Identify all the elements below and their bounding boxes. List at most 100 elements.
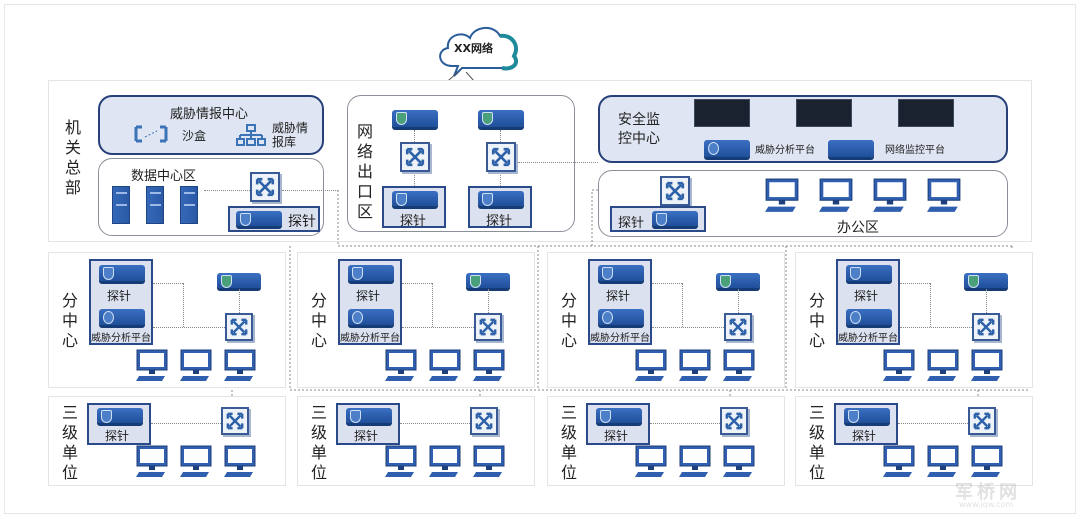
threat-intel-center: 威胁情报中心 沙盒 威胁情报库 xyxy=(98,95,324,155)
threat-platform-device-icon xyxy=(846,309,892,325)
pc-icon xyxy=(678,445,712,479)
pc-icon xyxy=(384,445,418,479)
switch-icon xyxy=(474,313,502,341)
pc-icon xyxy=(179,445,213,479)
unit-probe: 探针 xyxy=(586,403,650,445)
unit-label: 三级单位 xyxy=(808,403,825,482)
unit-probe: 探针 xyxy=(834,403,898,445)
dashboard-screen xyxy=(694,99,750,127)
platform-label: 威胁分析平台 xyxy=(590,333,650,344)
firewall-device-icon xyxy=(217,273,261,288)
pc-icon xyxy=(472,349,506,383)
pc-icon xyxy=(223,445,257,479)
pc-icon xyxy=(634,445,668,479)
probe-device-icon xyxy=(652,211,698,226)
probe-label: 探针 xyxy=(354,429,379,443)
link-line xyxy=(151,423,221,424)
pc-icon xyxy=(722,349,756,383)
unit-panel: 三级单位探针 xyxy=(547,396,785,486)
probe-device-icon xyxy=(478,191,524,206)
firewall-device-icon xyxy=(392,110,438,127)
unit-probe: 探针 xyxy=(336,403,400,445)
branch-probe-group: 探针威胁分析平台 xyxy=(836,259,900,345)
threat-platform-device-icon xyxy=(99,309,145,325)
cloud-label: XX网络 xyxy=(454,42,493,55)
pc-icon xyxy=(472,445,506,479)
pc-icon xyxy=(179,349,213,383)
branch-panel: 分中心探针威胁分析平台 xyxy=(795,252,1033,388)
branch-panel: 分中心探针威胁分析平台 xyxy=(297,252,535,388)
switch-icon xyxy=(660,176,690,206)
link-line xyxy=(432,283,433,327)
probe-device-icon xyxy=(236,211,282,226)
pc-icon xyxy=(762,178,802,214)
branch-label: 分中心 xyxy=(808,291,825,350)
probe-label: 探针 xyxy=(852,429,877,443)
egress-probe-left: 探针 xyxy=(382,186,446,229)
pc-icon xyxy=(135,349,169,383)
server-icon xyxy=(180,186,198,224)
switch-icon xyxy=(225,313,253,341)
soc-net-platform-label: 网络监控平台 xyxy=(885,145,945,156)
branch-label: 分中心 xyxy=(560,291,577,350)
link-line xyxy=(153,283,183,284)
link-line xyxy=(900,327,972,328)
link-line xyxy=(650,423,720,424)
firewall-device-icon xyxy=(466,273,510,288)
pc-icon xyxy=(135,445,169,479)
probe-label: 探针 xyxy=(356,289,381,303)
pc-icon xyxy=(634,349,668,383)
unit-panel: 三级单位 探针 xyxy=(795,396,1033,486)
link-line xyxy=(518,162,598,163)
unit-label: 三级单位 xyxy=(310,403,327,482)
link-line xyxy=(898,423,968,424)
probe-label: 探针 xyxy=(606,289,631,303)
link-line xyxy=(682,283,683,327)
dashboard-screen xyxy=(796,99,852,127)
probe-label: 探针 xyxy=(105,429,130,443)
pc-icon xyxy=(882,445,916,479)
threat-platform-device-icon xyxy=(348,309,394,325)
watermark-sub: www.jqw.com xyxy=(959,500,1014,509)
link-line xyxy=(204,190,250,191)
link-line xyxy=(652,327,724,328)
link-line xyxy=(402,327,474,328)
office-probe: 探针 xyxy=(610,206,706,232)
branch-label: 分中心 xyxy=(61,291,78,350)
probe-device-icon xyxy=(392,191,438,206)
probe-label: 探针 xyxy=(604,429,629,443)
probe-label: 探针 xyxy=(400,214,427,229)
watermark-text: 军桥网 xyxy=(955,482,1021,503)
link-line xyxy=(414,130,415,220)
switch-icon xyxy=(972,313,1000,341)
pc-icon xyxy=(223,349,257,383)
pc-icon xyxy=(428,445,462,479)
pc-icon xyxy=(882,349,916,383)
link-line xyxy=(282,190,338,191)
switch-icon xyxy=(724,313,752,341)
net-monitor-device-icon xyxy=(828,140,874,157)
link-line xyxy=(986,289,987,313)
datacenter-title: 数据中心区 xyxy=(131,169,197,184)
link-line xyxy=(900,283,930,284)
threat-intel-title: 威胁情报中心 xyxy=(170,107,249,122)
datacenter-probe: 探针 xyxy=(228,206,320,232)
switch-icon xyxy=(470,407,498,435)
probe-device-icon xyxy=(99,265,145,281)
server-icon xyxy=(146,186,164,224)
branch-label: 分中心 xyxy=(310,291,327,350)
link-line xyxy=(402,283,432,284)
threat-platform-device-icon xyxy=(598,309,644,325)
pc-icon xyxy=(722,445,756,479)
firewall-device-icon xyxy=(964,273,1008,288)
branch-panel: 分中心探针威胁分析平台 xyxy=(48,252,286,388)
pc-icon xyxy=(926,445,960,479)
pc-icon xyxy=(970,349,1004,383)
link-line xyxy=(488,289,489,313)
cloud-network: XX网络 xyxy=(432,18,522,80)
probe-label: 探针 xyxy=(107,289,132,303)
switch-icon xyxy=(968,407,996,435)
pc-icon xyxy=(384,349,418,383)
datacenter-zone: 数据中心区 xyxy=(98,158,324,236)
switch-icon xyxy=(221,407,249,435)
